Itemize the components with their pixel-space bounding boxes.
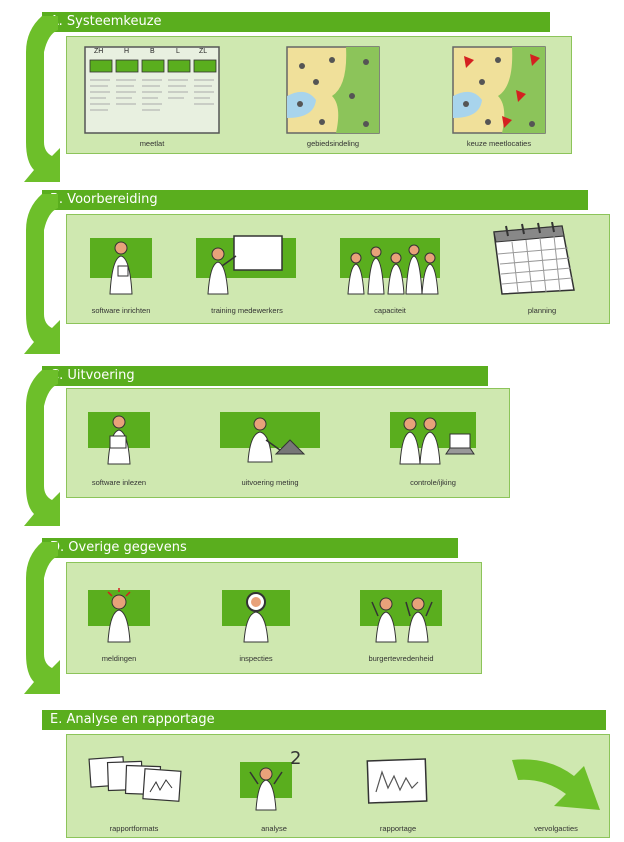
section-a-flow-arrow (24, 16, 60, 182)
training-board-icon (196, 235, 296, 295)
section-c-flow-arrow (24, 370, 60, 526)
section-b-title: B. Voorbereiding (50, 192, 158, 207)
label-uitvoering-meting: uitvoering meting (241, 478, 299, 487)
meetlat-icon (84, 46, 220, 134)
label-gebiedsindeling: gebiedsindeling (306, 139, 360, 148)
label-meetlat: meetlat (139, 139, 165, 148)
report-chart-icon (366, 758, 428, 804)
meetlat-col-h: H (124, 48, 130, 55)
location-map-icon (452, 46, 546, 134)
label-controle-ijking: controle/ijking (410, 478, 456, 487)
meetlat-col-l: L (176, 48, 180, 55)
analyse-exponent: 2 (290, 748, 302, 769)
label-burgertevredenheid: burgertevredenheid (368, 654, 434, 663)
meetlat-col-b: B (150, 48, 155, 55)
section-a-title: A. Systeemkeuze (50, 14, 162, 29)
calendar-icon (493, 222, 575, 295)
label-vervolgacties: vervolgacties (534, 824, 578, 833)
section-c-header: C. Uitvoering (42, 366, 488, 386)
section-d-header: D. Overige gegevens (42, 538, 458, 558)
section-b-flow-arrow (24, 194, 60, 354)
label-meldingen: meldingen (101, 654, 137, 663)
group-capacity-icon (340, 238, 440, 295)
person-alert-icon (88, 588, 150, 643)
person-software-icon (90, 238, 152, 295)
section-b-header: B. Voorbereiding (42, 190, 588, 210)
section-d-title: D. Overige gegevens (50, 540, 187, 555)
section-a-header: A. Systeemkeuze (42, 12, 550, 32)
label-inspecties: inspecties (239, 654, 273, 663)
label-analyse: analyse (261, 824, 287, 833)
label-software-inrichten: software inrichten (91, 306, 151, 315)
report-stack-icon (88, 756, 182, 802)
meetlat-col-zh: ZH (94, 48, 104, 55)
area-map-icon (286, 46, 380, 134)
label-capaciteit: capaciteit (374, 306, 406, 315)
section-d-flow-arrow (24, 542, 60, 694)
label-planning: planning (527, 306, 557, 315)
label-software-inlezen: software inlezen (91, 478, 147, 487)
meetlat-col-zl: ZL (199, 48, 208, 55)
section-c-title: C. Uitvoering (50, 368, 135, 383)
label-rapportage: rapportage (379, 824, 417, 833)
person-measuring-icon (220, 412, 320, 463)
section-e-header: E. Analyse en rapportage (42, 710, 606, 730)
people-laptop-icon (390, 412, 476, 465)
person-magnifier-icon (222, 590, 290, 643)
person-analysis-icon (240, 762, 292, 811)
label-training-medewerkers: training medewerkers (211, 306, 283, 315)
label-rapportformats: rapportformats (109, 824, 159, 833)
next-actions-arrow-icon (512, 759, 600, 810)
person-tablet-icon (88, 412, 150, 465)
people-cheering-icon (360, 590, 442, 643)
section-e-title: E. Analyse en rapportage (50, 712, 215, 727)
label-keuze-meetlocaties: keuze meetlocaties (466, 139, 532, 148)
